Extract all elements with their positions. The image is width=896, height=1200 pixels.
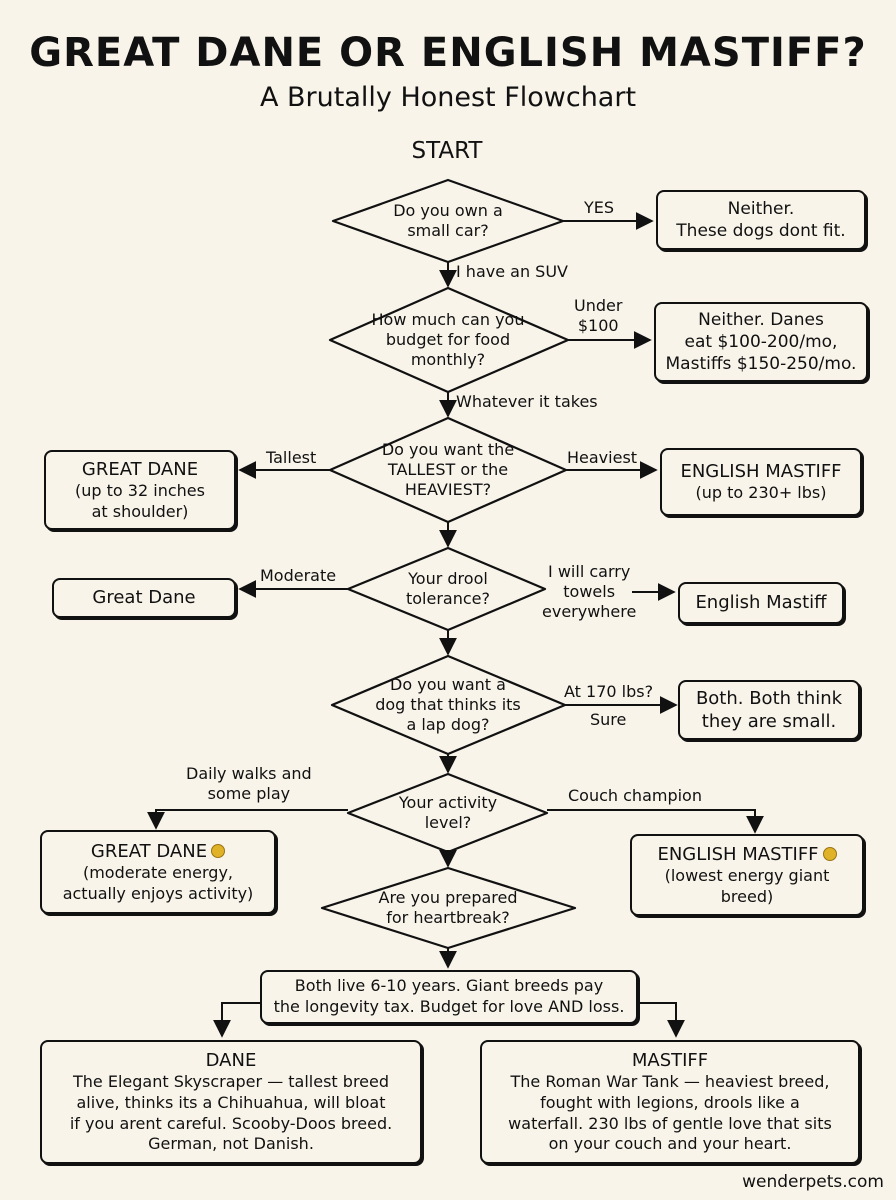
mastiff-summary-line: The Roman War Tank — heaviest breed, bbox=[510, 1072, 830, 1092]
q5-lapdog-label-2: Sure bbox=[590, 710, 627, 729]
q6-couch-label: Couch champion bbox=[568, 786, 702, 805]
r3-right-line: ENGLISH MASTIFF bbox=[680, 460, 842, 482]
r6-left-line: actually enjoys activity) bbox=[62, 883, 254, 903]
r6-left-line: GREAT DANE bbox=[90, 840, 208, 862]
q7-line: for heartbreak? bbox=[386, 908, 510, 927]
r6-right-line: (lowest energy giant bbox=[664, 865, 830, 885]
result-mastiff-drool: English Mastiff bbox=[678, 582, 844, 624]
result-lap-dog: Both. Both think they are small. bbox=[678, 680, 860, 740]
dane-summary-box: DANE The Elegant Skyscraper — tallest br… bbox=[40, 1040, 422, 1164]
q5-line: a lap dog? bbox=[406, 715, 490, 734]
q3-line: Do you want the bbox=[381, 440, 515, 459]
q2-no-label: Whatever it takes bbox=[456, 392, 598, 411]
result-food-budget: Neither. Danes eat $100-200/mo, Mastiffs… bbox=[654, 302, 868, 382]
dane-summary-line: alive, thinks its a Chihuahua, will bloa… bbox=[76, 1092, 386, 1112]
q1-no-label: I have an SUV bbox=[456, 262, 568, 281]
result-mastiff-heaviest: ENGLISH MASTIFF (up to 230+ lbs) bbox=[660, 448, 862, 516]
q2-line: monthly? bbox=[410, 350, 486, 369]
q5-line: dog that thinks its bbox=[375, 695, 521, 714]
q5-line: Do you want a bbox=[390, 675, 506, 694]
r7-line: the longevity tax. Budget for love AND l… bbox=[273, 997, 625, 1016]
r6-left-line: (moderate energy, bbox=[82, 862, 234, 882]
dane-summary-line: The Elegant Skyscraper — tallest breed bbox=[72, 1072, 390, 1092]
r3-left-line: (up to 32 inches bbox=[75, 480, 205, 500]
page-subtitle: A Brutally Honest Flowchart bbox=[259, 82, 637, 113]
q4-towels-line: towels bbox=[563, 582, 616, 601]
q2-line: budget for food bbox=[385, 330, 511, 349]
q1-line: Do you own a bbox=[393, 201, 503, 220]
mastiff-summary-line: fought with legions, drools like a bbox=[540, 1092, 800, 1112]
result-lifespan: Both live 6-10 years. Giant breeds pay t… bbox=[260, 970, 638, 1024]
dane-summary-line: if you arent careful. Scooby-Doos breed. bbox=[69, 1113, 393, 1133]
result-great-dane-activity: GREAT DANE (moderate energy, actually en… bbox=[40, 830, 276, 914]
r1-line: These dogs dont fit. bbox=[676, 221, 846, 241]
q1-yes-label: YES bbox=[584, 198, 615, 217]
result-great-dane-drool: Great Dane bbox=[52, 578, 236, 618]
q3-heaviest-label: Heaviest bbox=[567, 448, 638, 467]
result-mastiff-activity: ENGLISH MASTIFF (lowest energy giant bre… bbox=[630, 834, 864, 916]
medal-icon bbox=[822, 846, 837, 861]
q6-walks-line: some play bbox=[207, 784, 291, 803]
r6-left-title: GREAT DANE bbox=[90, 840, 226, 863]
dane-summary-line: German, not Danish. bbox=[148, 1134, 314, 1154]
r3-right-line: (up to 230+ lbs) bbox=[695, 483, 827, 503]
q4-towels-line: everywhere bbox=[542, 602, 637, 621]
q3-tallest-label: Tallest bbox=[266, 448, 317, 467]
mastiff-summary-line: on your couch and your heart. bbox=[548, 1134, 792, 1154]
q4-moderate-label: Moderate bbox=[260, 566, 337, 585]
start-label: START bbox=[411, 138, 483, 164]
q4-line: Your drool bbox=[408, 569, 488, 588]
medal-icon bbox=[211, 843, 226, 858]
q4-line: tolerance? bbox=[405, 589, 490, 608]
q3-line: HEAVIEST? bbox=[404, 480, 492, 499]
mastiff-summary-heading: MASTIFF bbox=[631, 1049, 709, 1071]
page-title: GREAT DANE OR ENGLISH MASTIFF? bbox=[29, 30, 867, 76]
q3-line: TALLEST or the bbox=[387, 460, 509, 479]
r2-line: eat $100-200/mo, bbox=[684, 331, 838, 352]
r3-left-line: at shoulder) bbox=[91, 501, 189, 521]
r5-line: Both. Both think bbox=[695, 687, 843, 709]
q2-under-line: Under bbox=[574, 296, 623, 315]
result-small-car: Neither. These dogs dont fit. bbox=[656, 190, 866, 250]
q1-line: small car? bbox=[407, 221, 489, 240]
q2-under-label: Under$100 bbox=[574, 296, 622, 336]
r7-line: Both live 6-10 years. Giant breeds pay bbox=[294, 976, 604, 996]
r3-left-line: GREAT DANE bbox=[81, 458, 199, 480]
r6-right-line: ENGLISH MASTIFF bbox=[657, 843, 819, 865]
r2-line: Mastiffs $150-250/mo. bbox=[665, 354, 857, 375]
r1-line: Neither. bbox=[727, 198, 795, 219]
result-great-dane-tallest: GREAT DANE (up to 32 inches at shoulder) bbox=[44, 450, 236, 530]
q4-towels-line: I will carry bbox=[548, 562, 631, 581]
q6-line: Your activity bbox=[398, 793, 498, 812]
q5-lapdog-label-1: At 170 lbs? bbox=[564, 682, 654, 701]
q7-line: Are you prepared bbox=[378, 888, 518, 907]
footer-site[interactable]: wenderpets.com bbox=[742, 1172, 884, 1192]
mastiff-summary-box: MASTIFF The Roman War Tank — heaviest br… bbox=[480, 1040, 860, 1164]
r6-right-line: breed) bbox=[720, 886, 774, 906]
r2-line: Neither. Danes bbox=[698, 309, 824, 330]
q2-line: How much can you bbox=[371, 310, 525, 329]
dane-summary-heading: DANE bbox=[205, 1049, 257, 1071]
q2-under-line: $100 bbox=[577, 316, 619, 335]
r6-right-title: ENGLISH MASTIFF bbox=[657, 843, 837, 866]
q6-walks-line: Daily walks and bbox=[186, 764, 312, 783]
r5-line: they are small. bbox=[701, 711, 837, 732]
mastiff-summary-line: waterfall. 230 lbs of gentle love that s… bbox=[508, 1113, 832, 1133]
q6-line: level? bbox=[424, 813, 472, 832]
